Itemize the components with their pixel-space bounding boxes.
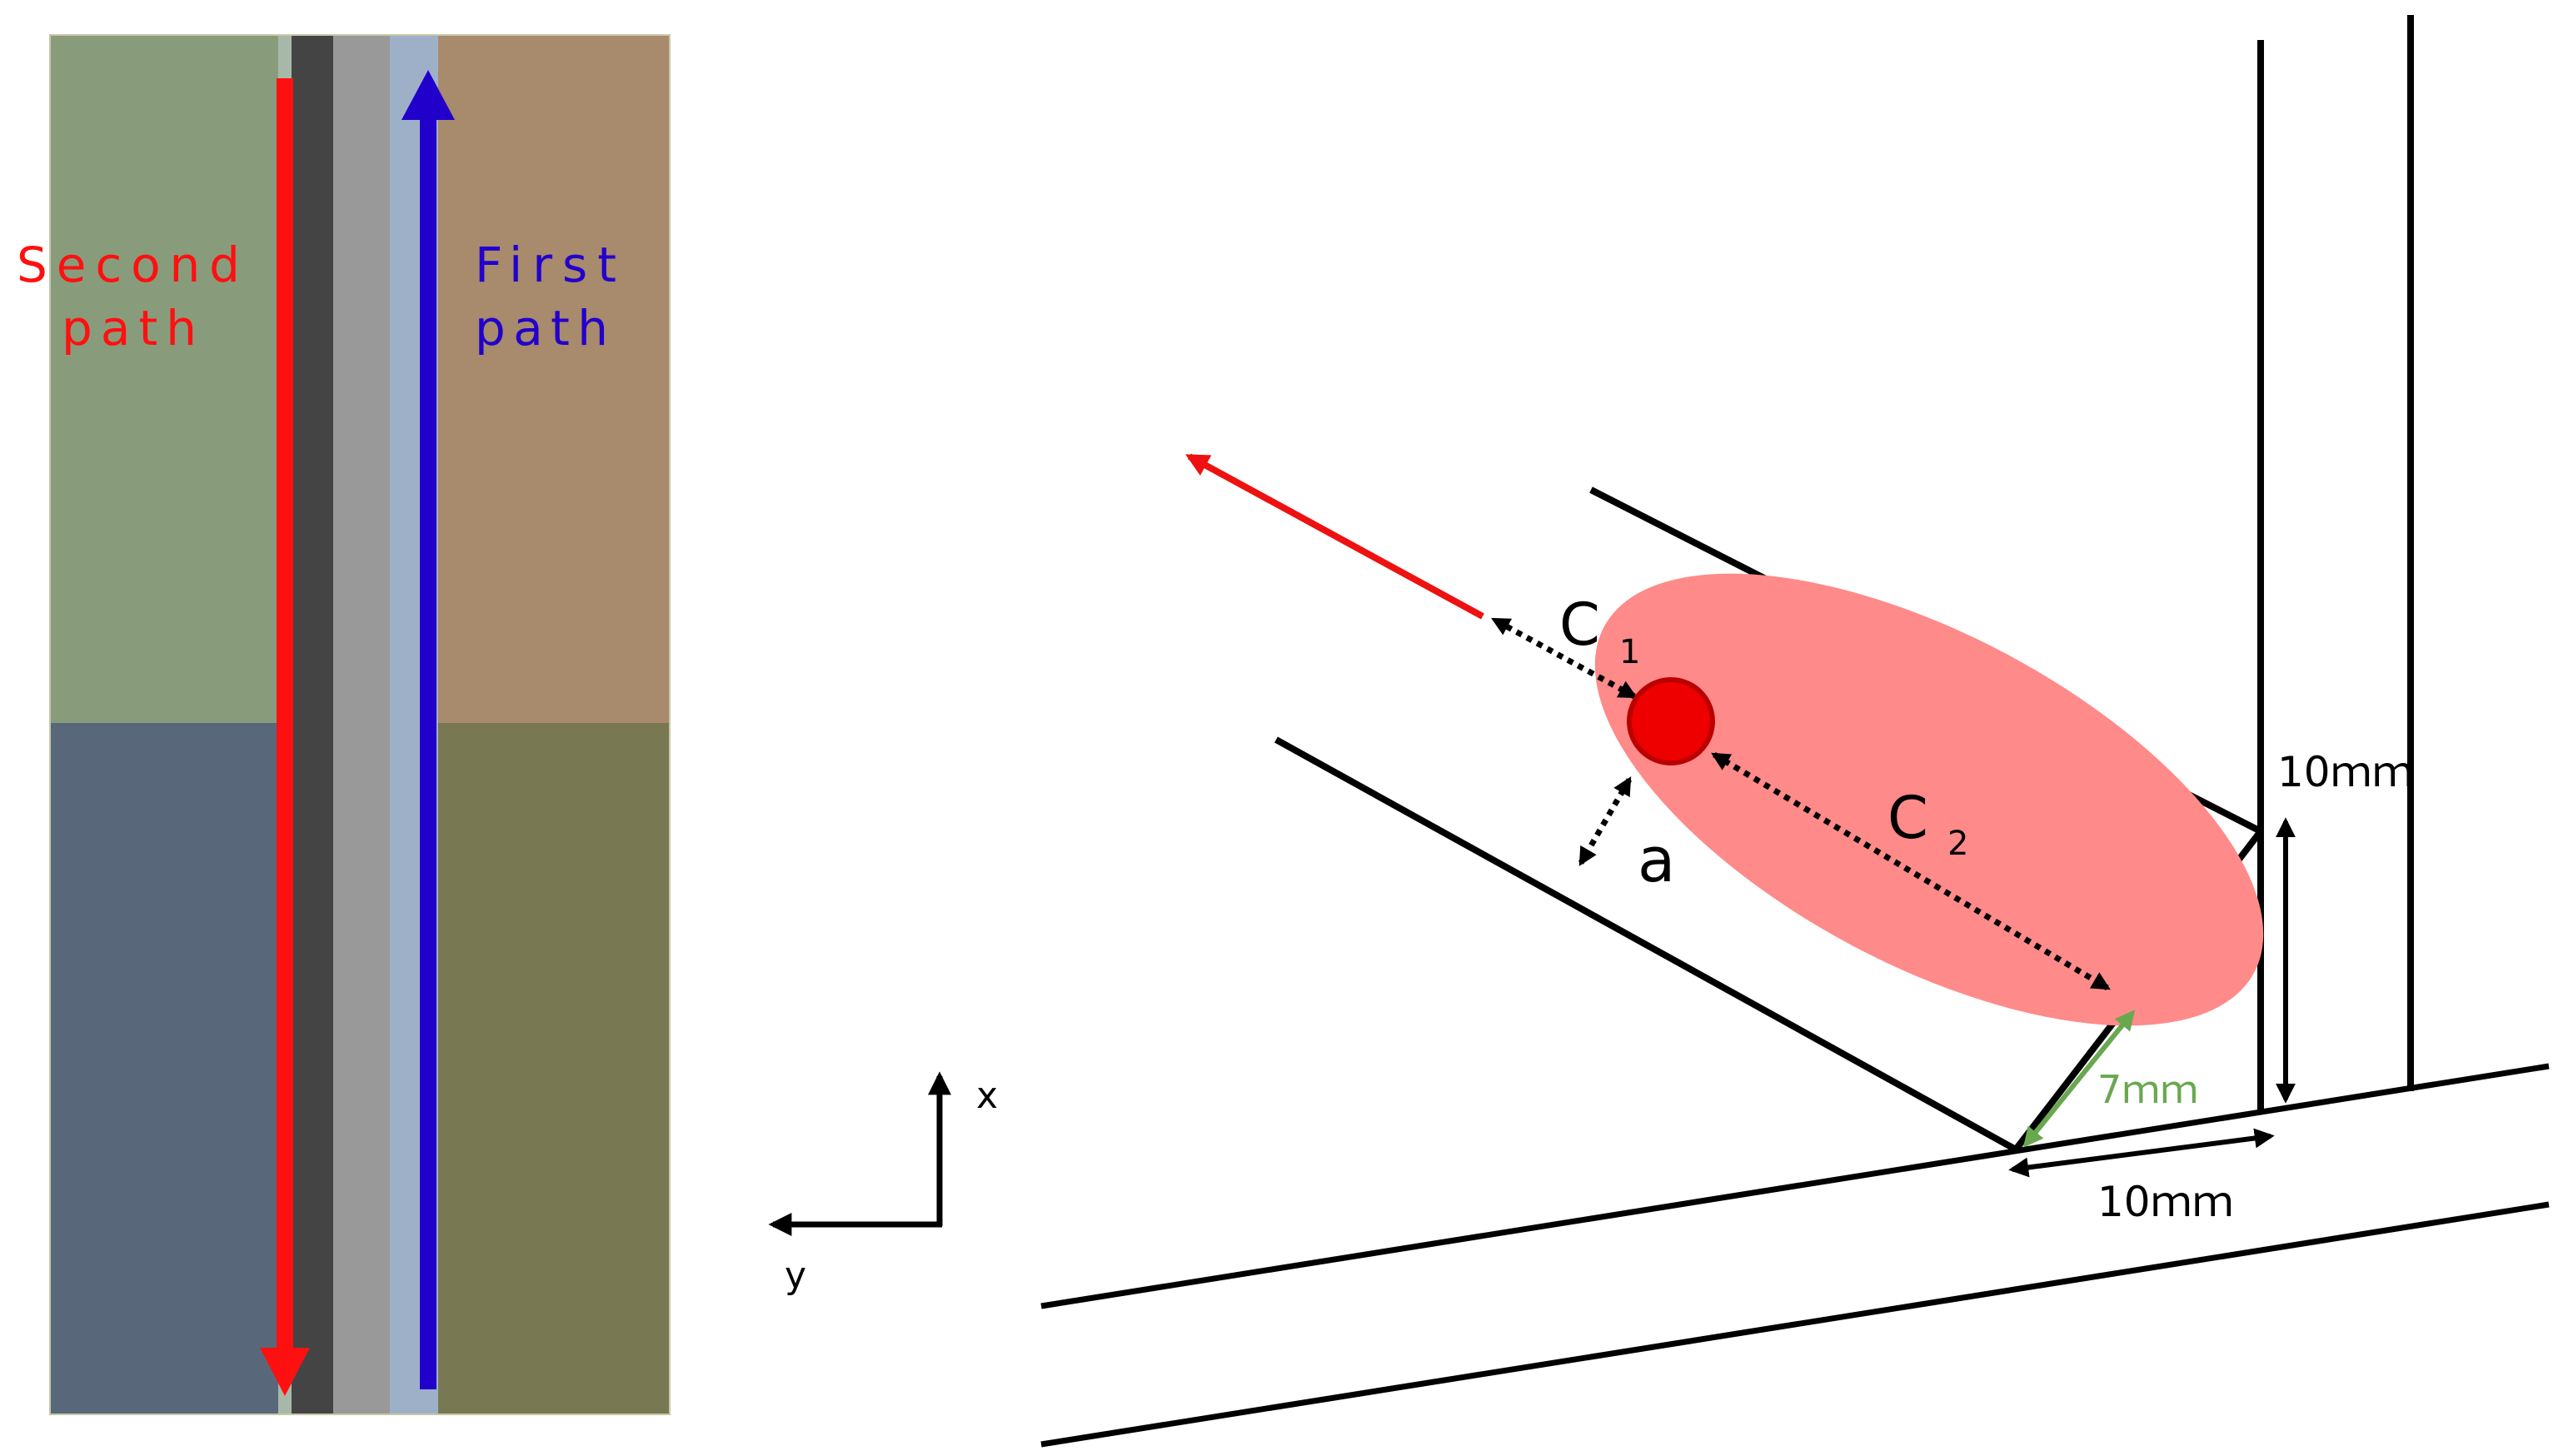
vertical-10mm-label: 10ｍｍ [2277, 748, 2414, 796]
c2-subscript: 2 [1947, 825, 1968, 863]
a-dimension-arrow [1578, 776, 1633, 866]
gray-strip [333, 35, 390, 1414]
top-left-block [50, 35, 292, 723]
right-panel: C 1 C 2 a 10ｍｍ 10ｍｍ 7ｍｍ [1040, 15, 2550, 1448]
first-path-label-line2: path [475, 300, 608, 357]
top-right-block [438, 35, 670, 723]
direction-arrow [1185, 453, 1484, 620]
bottom-left-block [50, 723, 292, 1414]
bottom-right-block [438, 723, 670, 1414]
c1-label: C [1559, 591, 1600, 659]
base-plate-top-line [1040, 1063, 2550, 1309]
horizontal-10mm-label: 10ｍｍ [2097, 1178, 2234, 1226]
base-plate-bottom-line [1040, 1201, 2550, 1448]
a-label: a [1638, 825, 1675, 896]
diagonal-7mm-dimension [2022, 1010, 2136, 1148]
c1-dimension-arrow [1491, 616, 1638, 700]
c1-subscript: 1 [1619, 633, 1640, 671]
first-path-arrowhead [401, 70, 455, 120]
crack-ellipse [1594, 573, 2264, 1026]
second-path-label-line2: path [62, 300, 197, 357]
c2-label: C [1887, 784, 1928, 852]
weld-lower-line [1274, 736, 2017, 1153]
left-panel: Second path First path [17, 34, 671, 1415]
second-path-arrowhead [260, 1348, 310, 1396]
x-axis-label: x [976, 1075, 998, 1117]
left-panel-border [49, 34, 671, 1415]
dark-strip [292, 35, 333, 1414]
y-axis-label: y [785, 1254, 806, 1297]
crack-center-dot [1627, 677, 1715, 765]
diagonal-7mm-label: 7ｍｍ [2097, 1067, 2198, 1112]
axes: x y [768, 1071, 998, 1297]
horizontal-10mm-dimension [2008, 1128, 2275, 1178]
